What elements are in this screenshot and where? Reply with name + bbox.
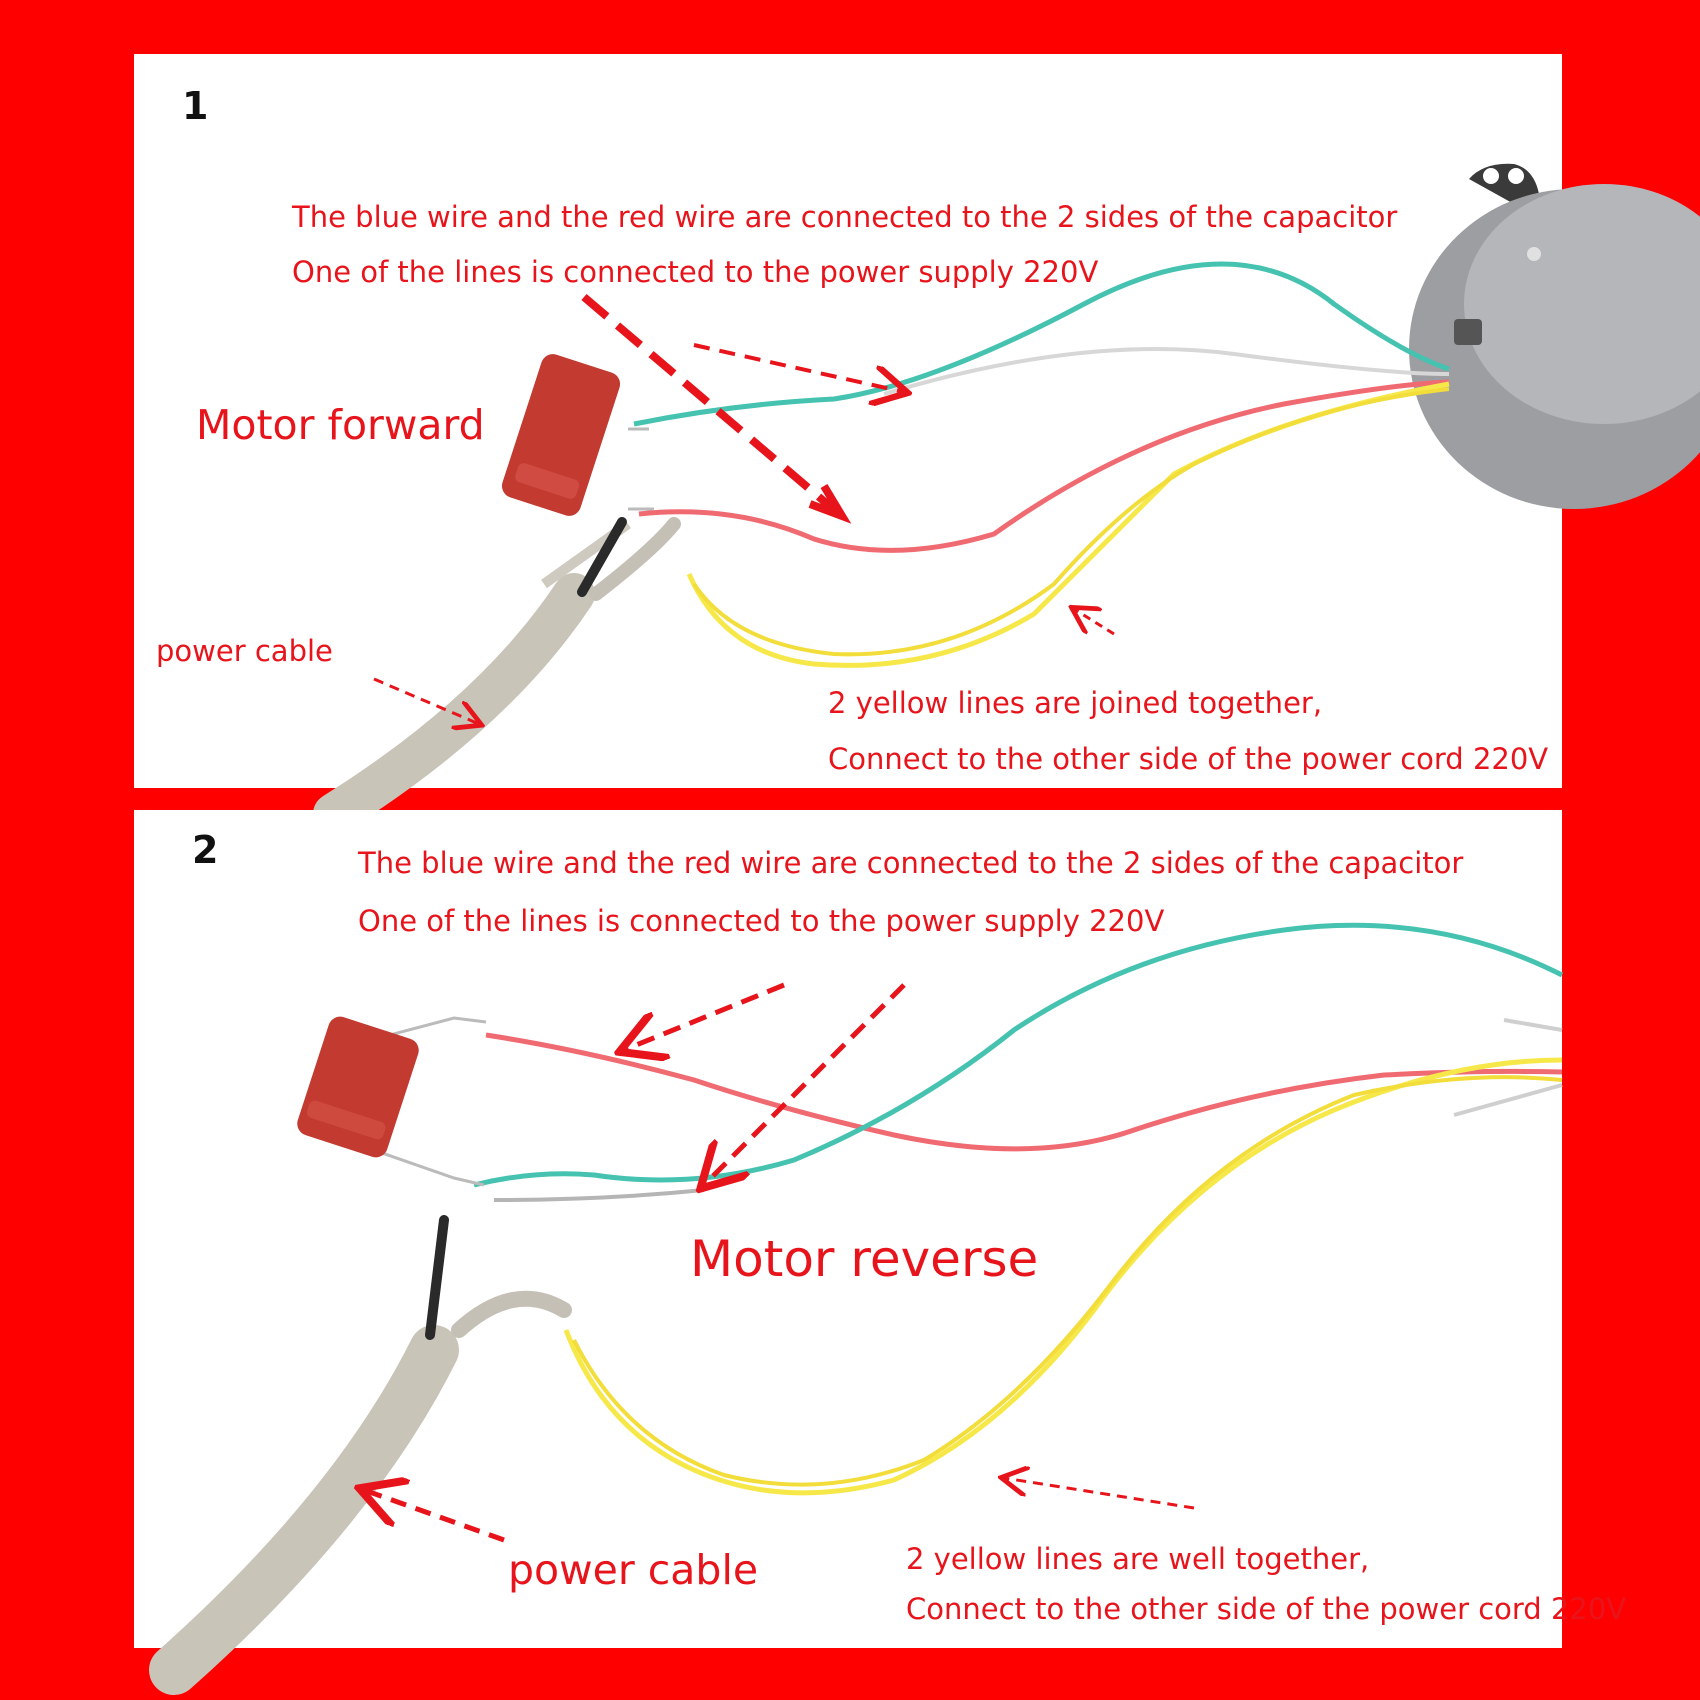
- wiring-photo-reverse: [149, 922, 1564, 1695]
- note-capacitor-connection: The blue wire and the red wire are conne…: [292, 200, 1398, 234]
- arrow-to-cable: [373, 677, 479, 724]
- red-wire: [638, 379, 1450, 553]
- arrow-to-cable: [364, 1490, 505, 1543]
- arrow-big-diagonal: [581, 293, 842, 518]
- panel-number: 1: [182, 84, 209, 128]
- label-power-cable: power cable: [508, 1546, 759, 1594]
- arrow-to-yellow-wires: [1004, 1478, 1195, 1510]
- label-motor-forward: Motor forward: [196, 401, 485, 449]
- note-yellow-lines: 2 yellow lines are well together,: [906, 1542, 1370, 1576]
- label-motor-reverse: Motor reverse: [690, 1230, 1039, 1288]
- gray-wire: [493, 1188, 705, 1202]
- label-power-cable: power cable: [156, 634, 333, 668]
- note-power-supply: One of the lines is connected to the pow…: [292, 255, 1099, 289]
- panel-motor-forward: 1 The blue wire and the red wire are con…: [134, 54, 1700, 835]
- note-yellow-lines: 2 yellow lines are joined together,: [828, 686, 1323, 720]
- blue-wire: [633, 261, 1450, 427]
- panel-number: 2: [192, 828, 219, 872]
- note-power-supply: One of the lines is connected to the pow…: [358, 904, 1165, 938]
- yellow-wire-2: [572, 1075, 1563, 1487]
- gray-wire: [883, 347, 1450, 396]
- yellow-wire-1: [686, 381, 1450, 668]
- arrow-to-yellow-wires: [1074, 609, 1115, 636]
- capacitor-icon: [501, 354, 654, 516]
- capacitor-icon: [297, 1016, 487, 1187]
- wiring-photo-forward: [313, 163, 1700, 835]
- arrow-to-blue-wire: [693, 343, 904, 392]
- note-power-cord: Connect to the other side of the power c…: [906, 1592, 1627, 1626]
- yellow-wire-1: [563, 1057, 1563, 1496]
- arrow-to-blue-wire: [704, 983, 906, 1185]
- red-wire: [485, 1032, 1563, 1152]
- power-cable-shape: [149, 1215, 572, 1695]
- note-power-cord: Connect to the other side of the power c…: [828, 742, 1549, 776]
- arrow-to-red-wire: [624, 982, 785, 1050]
- blue-wire: [473, 922, 1564, 1188]
- note-capacitor-connection: The blue wire and the red wire are conne…: [358, 846, 1464, 880]
- yellow-wire-2: [692, 387, 1450, 657]
- panel-motor-reverse: 2 The blue wire and the red wire are con…: [134, 810, 1626, 1695]
- motor-icon: [1409, 163, 1700, 509]
- power-cable-shape: [313, 517, 681, 835]
